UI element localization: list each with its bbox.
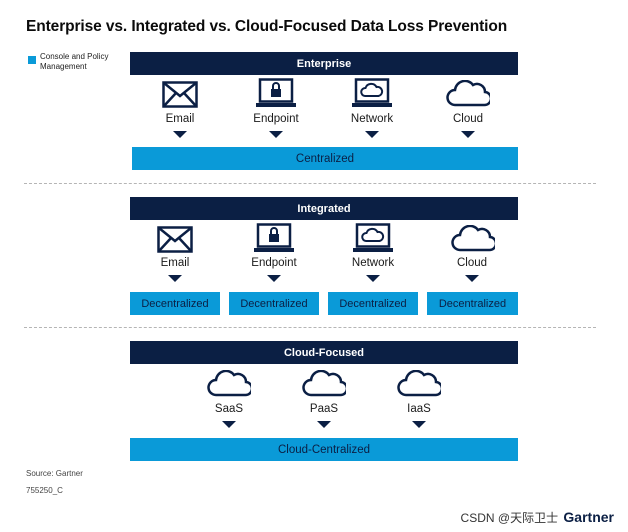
network-icon: [353, 223, 393, 252]
enterprise-bottom-bar: Centralized: [132, 147, 518, 170]
cloud-focused-label-paas: PaaS: [309, 403, 339, 415]
arrow-down-icon: [317, 421, 331, 428]
integrated-label-email: Email: [160, 257, 190, 269]
gartner-logo: Gartner: [563, 509, 614, 525]
enterprise-label-endpoint: Endpoint: [253, 113, 299, 125]
arrow-down-icon: [168, 275, 182, 282]
integrated-bottom-network-text: Decentralized: [339, 297, 407, 310]
arrow-down-icon: [412, 421, 426, 428]
integrated-bottom-email: Decentralized: [130, 292, 220, 315]
cloud-icon: [397, 370, 441, 397]
section-divider: [24, 327, 596, 328]
integrated-label-network: Network: [351, 257, 395, 269]
enterprise-header: Enterprise: [130, 52, 518, 75]
cloud-icon: [207, 370, 251, 397]
cloud-focused-header: Cloud-Focused: [130, 341, 518, 364]
integrated-header: Integrated: [130, 197, 518, 220]
integrated-bottom-endpoint-text: Decentralized: [240, 297, 308, 310]
cloud-icon: [302, 370, 346, 397]
arrow-down-icon: [465, 275, 479, 282]
cloud-icon: [451, 225, 495, 252]
source-note: Source: Gartner: [26, 469, 83, 478]
integrated-label-cloud: Cloud: [456, 257, 488, 269]
legend-swatch: [28, 56, 36, 64]
integrated-header-text: Integrated: [297, 202, 351, 215]
integrated-bottom-endpoint: Decentralized: [229, 292, 319, 315]
integrated-bottom-cloud-text: Decentralized: [438, 297, 507, 310]
integrated-bottom-network: Decentralized: [328, 292, 418, 315]
cloud-focused-header-text: Cloud-Focused: [283, 346, 365, 359]
legend-label: Console and Policy Management: [40, 52, 109, 71]
cloud-icon: [446, 80, 490, 107]
arrow-down-icon: [366, 275, 380, 282]
arrow-down-icon: [269, 131, 283, 138]
watermark: CSDN @天际卫士 Gartner: [461, 509, 614, 526]
cloud-focused-label-iaas: IaaS: [407, 403, 431, 415]
watermark-text: CSDN @天际卫士: [460, 511, 559, 525]
email-icon: [162, 81, 198, 108]
enterprise-label-email: Email: [165, 113, 195, 125]
endpoint-icon: [254, 223, 294, 252]
email-icon: [157, 226, 193, 253]
section-divider: [24, 183, 596, 184]
figure-code: 755250_C: [26, 486, 63, 495]
endpoint-icon: [256, 78, 296, 107]
arrow-down-icon: [173, 131, 187, 138]
enterprise-bottom-text: Centralized: [295, 152, 355, 165]
arrow-down-icon: [365, 131, 379, 138]
network-icon: [352, 78, 392, 107]
integrated-label-endpoint: Endpoint: [251, 257, 297, 269]
arrow-down-icon: [461, 131, 475, 138]
arrow-down-icon: [267, 275, 281, 282]
cloud-focused-bottom-bar: Cloud-Centralized: [130, 438, 518, 461]
cloud-focused-label-saas: SaaS: [214, 403, 244, 415]
enterprise-label-cloud: Cloud: [452, 113, 484, 125]
arrow-down-icon: [222, 421, 236, 428]
enterprise-header-text: Enterprise: [296, 57, 352, 70]
integrated-bottom-email-text: Decentralized: [141, 297, 209, 310]
enterprise-label-network: Network: [350, 113, 394, 125]
cloud-focused-bottom-text: Cloud-Centralized: [277, 443, 371, 456]
page-title: Enterprise vs. Integrated vs. Cloud-Focu…: [26, 18, 508, 35]
integrated-bottom-cloud: Decentralized: [427, 292, 518, 315]
